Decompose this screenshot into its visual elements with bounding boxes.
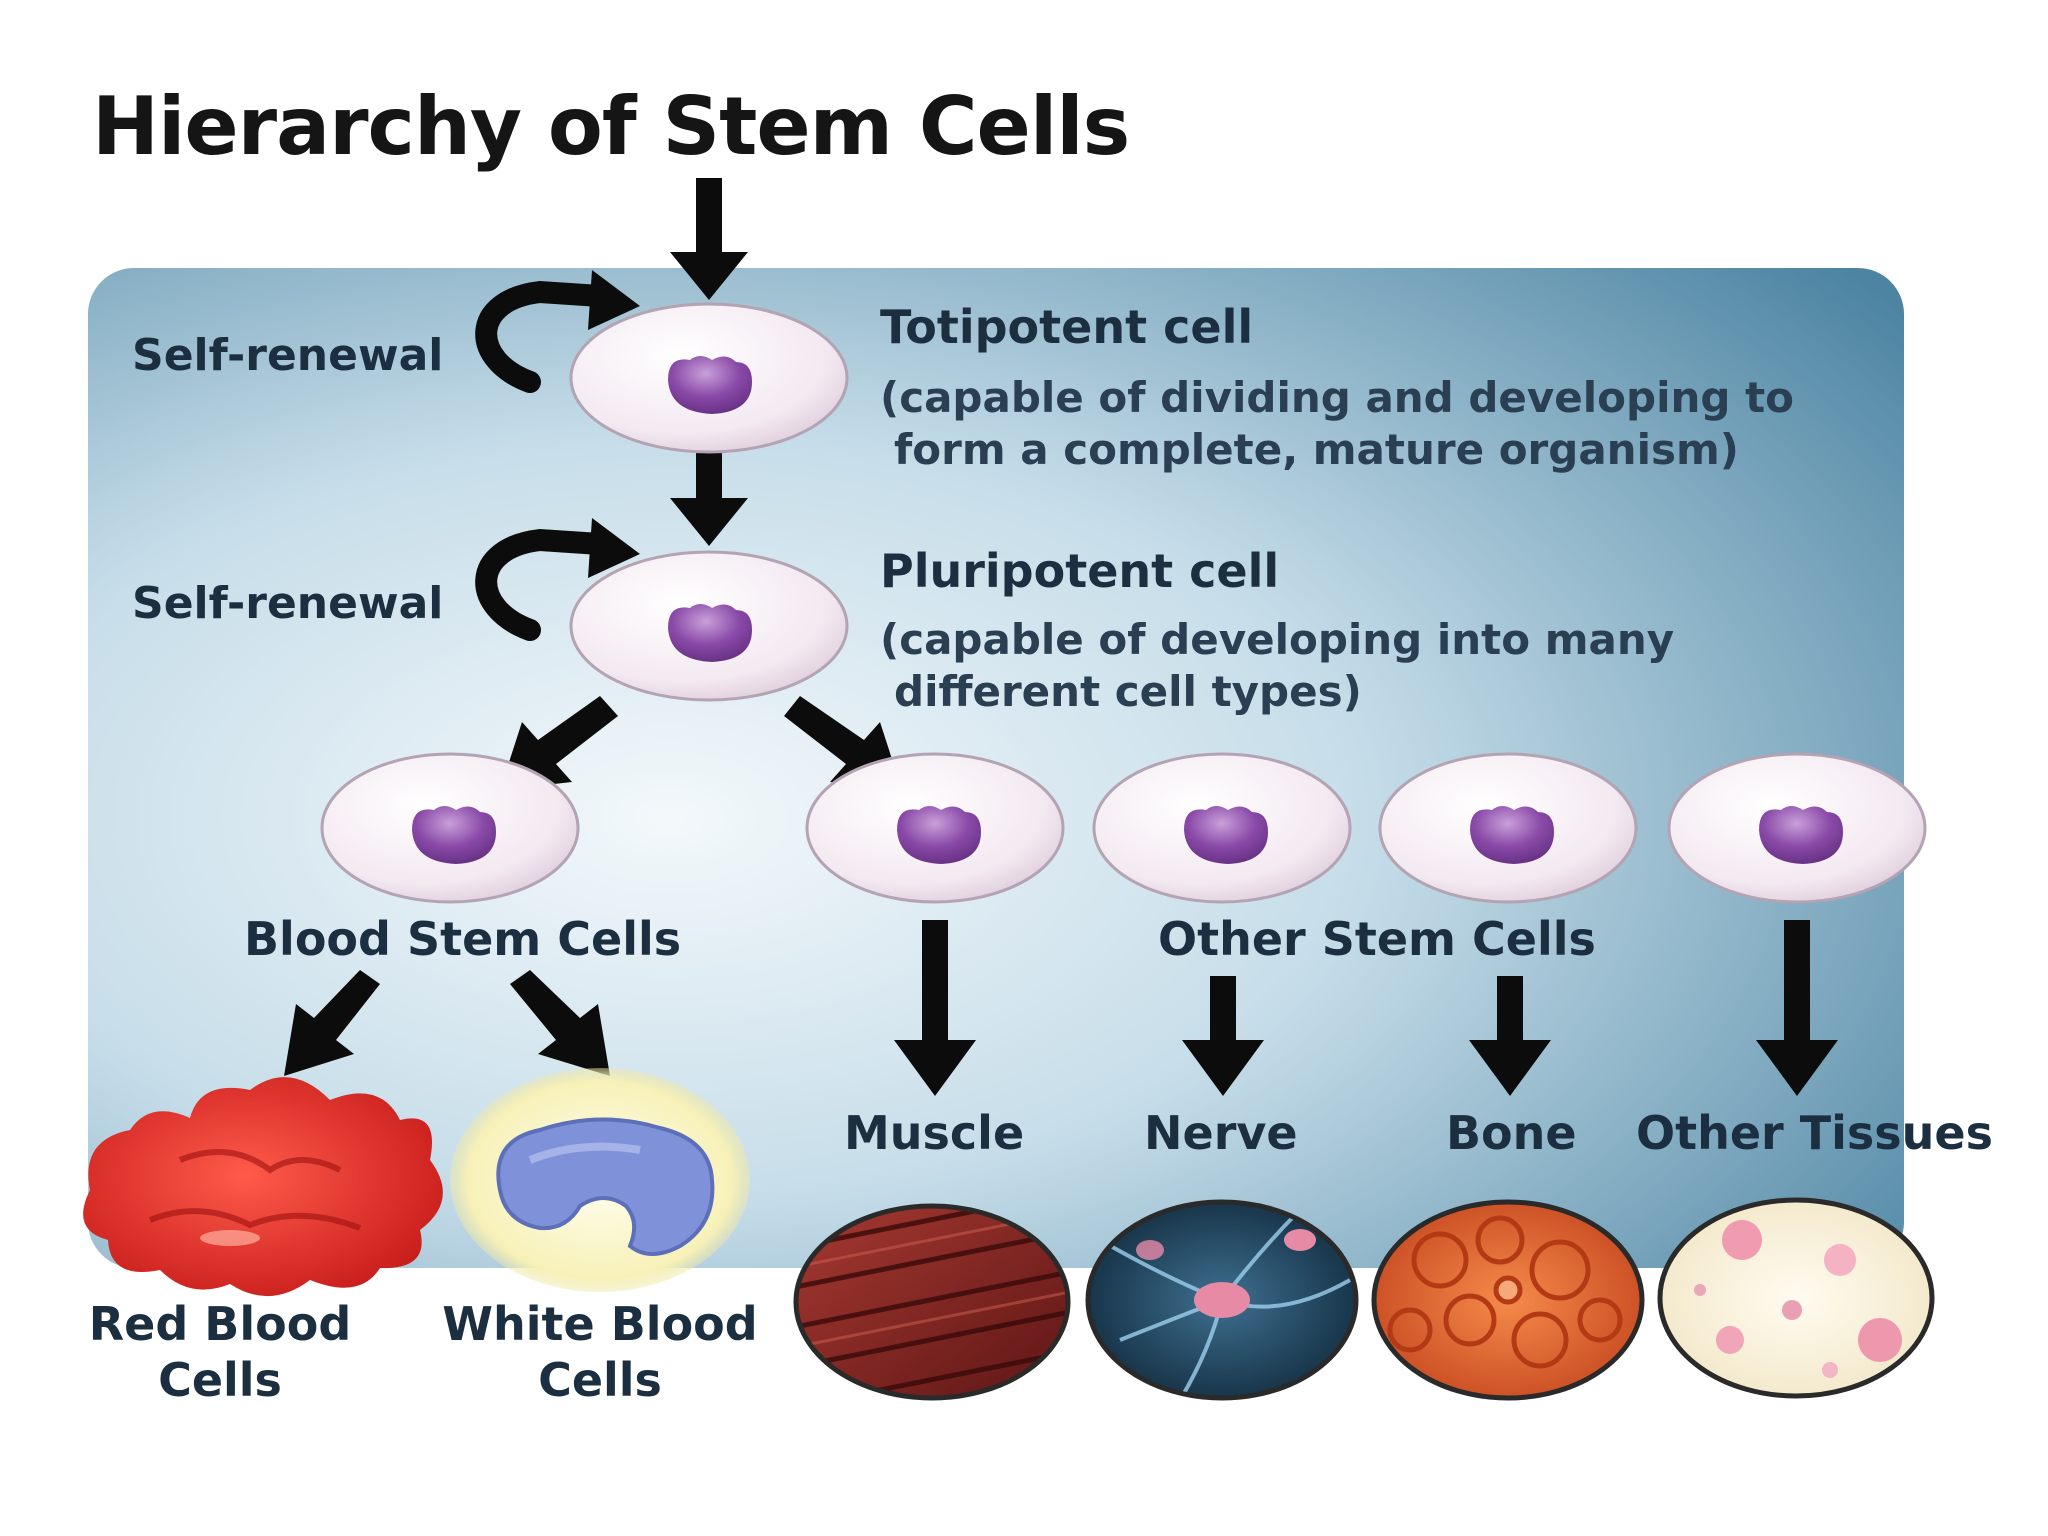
nerve-tissue-image bbox=[1085, 1199, 1359, 1401]
muscle-tissue-image bbox=[793, 1203, 1071, 1401]
other-stem-cell-1 bbox=[805, 752, 1065, 904]
bone-tissue-image bbox=[1371, 1199, 1645, 1401]
red-blood-cells-image bbox=[83, 1077, 443, 1297]
other-tissue-image bbox=[1657, 1197, 1935, 1399]
other-stem-cell-4 bbox=[1667, 752, 1927, 904]
self-renewal-arrow-mid bbox=[475, 528, 611, 641]
red-blood-cells-label: Red Blood Cells bbox=[80, 1296, 360, 1408]
arrow-totipotent-to-pluripotent bbox=[670, 436, 748, 546]
self-renewal-arrows bbox=[475, 280, 611, 641]
arrow-to-red-blood bbox=[284, 970, 380, 1076]
totipotent-desc-line2: form a complete, mature organism) bbox=[894, 425, 1739, 474]
blood-stem-cell bbox=[320, 752, 580, 904]
totipotent-cell bbox=[569, 302, 849, 454]
self-renewal-label-mid: Self-renewal bbox=[132, 578, 444, 629]
pluripotent-desc-line2: different cell types) bbox=[894, 667, 1362, 716]
white-blood-cells-label-line1: White Blood bbox=[442, 1297, 758, 1351]
red-blood-cells-label-line1: Red Blood bbox=[88, 1297, 352, 1351]
arrow-to-muscle bbox=[894, 920, 976, 1096]
white-blood-cells-label-line2: Cells bbox=[538, 1353, 662, 1407]
pluripotent-desc-line1: (capable of developing into many bbox=[880, 615, 1675, 664]
totipotent-nucleus bbox=[668, 356, 752, 414]
self-renewal-arrowhead-mid bbox=[588, 518, 640, 578]
blood-stem-cells-label: Blood Stem Cells bbox=[244, 912, 682, 966]
arrow-title-to-totipotent bbox=[670, 178, 748, 300]
blood-stem-nucleus bbox=[412, 806, 496, 864]
arrow-to-nerve bbox=[1182, 976, 1264, 1096]
other-stem-cell-3 bbox=[1378, 752, 1638, 904]
pluripotent-nucleus bbox=[668, 604, 752, 662]
other-stem-cells-label: Other Stem Cells bbox=[1158, 912, 1596, 966]
arrow-to-bone bbox=[1469, 976, 1551, 1096]
white-blood-cell-image bbox=[450, 1068, 750, 1292]
red-blood-cells-label-line2: Cells bbox=[158, 1353, 282, 1407]
bone-label: Bone bbox=[1446, 1106, 1577, 1160]
other-stem-cell-2 bbox=[1092, 752, 1352, 904]
self-renewal-arrowhead-top bbox=[588, 270, 640, 330]
totipotent-desc-line1: (capable of dividing and developing to bbox=[880, 373, 1795, 422]
nerve-label: Nerve bbox=[1144, 1106, 1298, 1160]
arrow-to-white-blood bbox=[510, 970, 610, 1076]
totipotent-label: Totipotent cell bbox=[880, 300, 1254, 354]
self-renewal-arrow-top bbox=[475, 280, 611, 393]
pluripotent-cell bbox=[569, 550, 849, 702]
white-blood-cells-label: White Blood Cells bbox=[440, 1296, 760, 1408]
self-renewal-label-top: Self-renewal bbox=[132, 330, 444, 381]
other-tissues-label: Other Tissues bbox=[1636, 1106, 1993, 1160]
diagram-title: Hierarchy of Stem Cells bbox=[92, 80, 1130, 173]
arrow-to-blood-stem bbox=[500, 696, 618, 790]
pluripotent-label: Pluripotent cell bbox=[880, 544, 1280, 598]
muscle-label: Muscle bbox=[844, 1106, 1025, 1160]
arrow-to-other-tissues bbox=[1756, 920, 1838, 1096]
stem-cells bbox=[320, 302, 1927, 904]
